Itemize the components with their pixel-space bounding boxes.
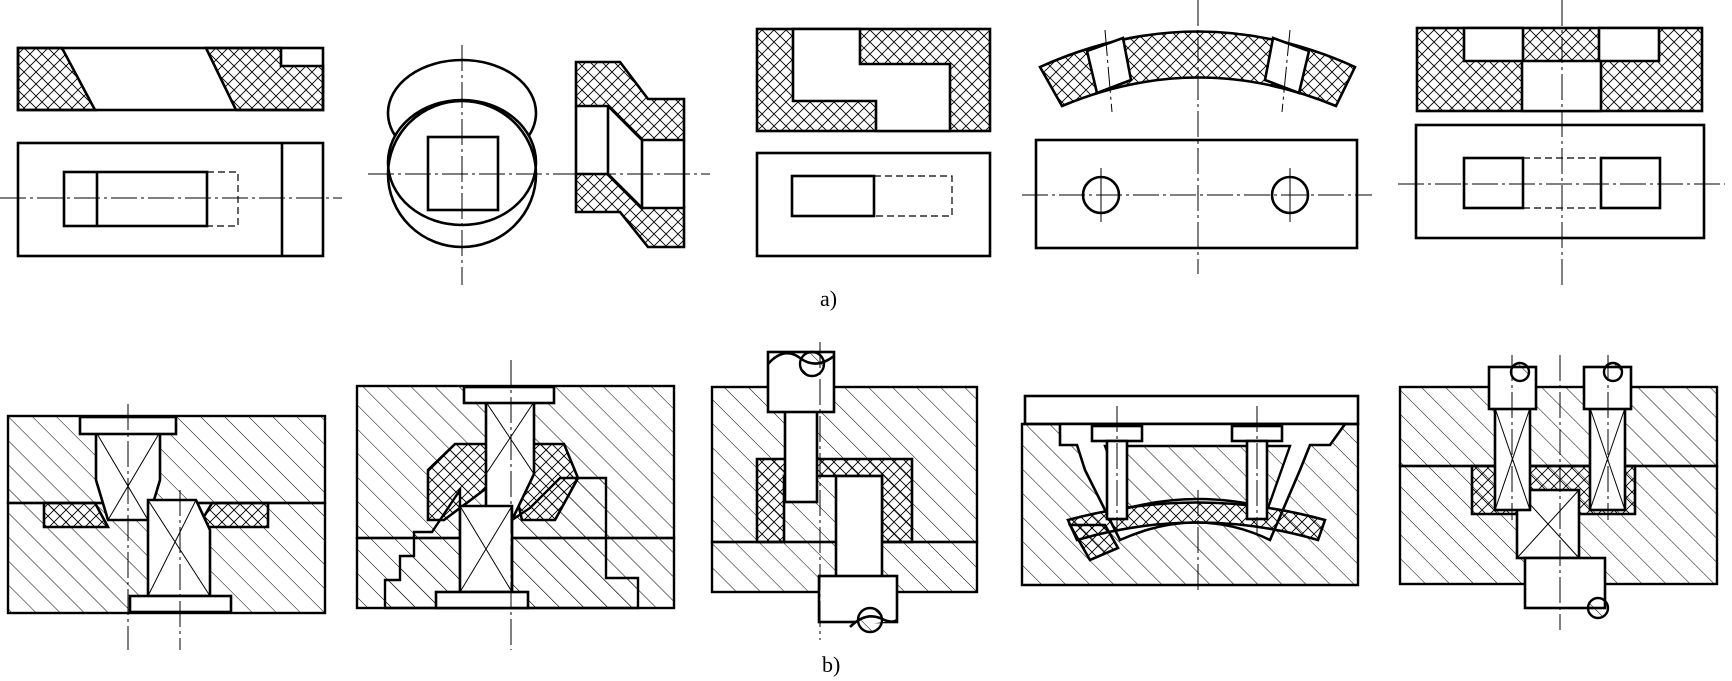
part-2-cylinder-with-square-hole — [368, 45, 556, 285]
mold-5 — [1398, 355, 1719, 630]
mold-4 — [1020, 394, 1360, 590]
part-1-inclined-hole-block — [0, 46, 342, 258]
mold-3 — [710, 342, 979, 640]
mold-1 — [6, 404, 327, 650]
label-a: a) — [820, 286, 837, 311]
part-3-stepped-bushing — [553, 60, 710, 249]
row-a: a) — [0, 0, 1725, 311]
row-b: b) — [6, 342, 1719, 677]
part-6-bar-with-three-pockets — [1398, 0, 1725, 285]
mold-2 — [355, 360, 676, 650]
label-b: b) — [822, 652, 840, 677]
part-4-stepped-bar — [755, 27, 992, 258]
part-5-curved-plate-two-holes — [1022, 0, 1372, 274]
